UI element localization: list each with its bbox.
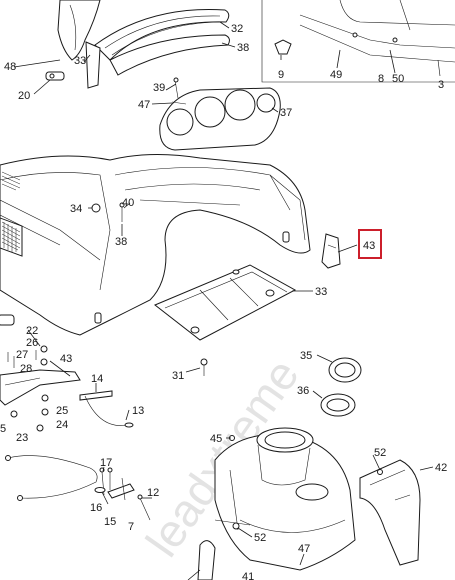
callout-15: 15 bbox=[104, 516, 116, 528]
callout-40: 40 bbox=[122, 197, 134, 209]
leader-lines bbox=[13, 21, 434, 580]
cable-14 bbox=[79, 390, 134, 428]
clip-43 bbox=[321, 233, 341, 269]
callout-26: 26 bbox=[26, 337, 38, 349]
callout-24: 24 bbox=[56, 419, 68, 431]
callout-14: 14 bbox=[91, 373, 103, 385]
lower-bracket bbox=[197, 540, 216, 580]
callout-3: 3 bbox=[438, 79, 444, 91]
callout-13: 13 bbox=[132, 405, 144, 417]
callout-45: 45 bbox=[210, 433, 222, 445]
callout-47: 47 bbox=[138, 99, 150, 111]
callout-37: 37 bbox=[280, 107, 292, 119]
callout-42: 42 bbox=[435, 462, 447, 474]
inset-frame bbox=[261, 0, 455, 83]
fastener-20 bbox=[45, 71, 65, 81]
screw-31 bbox=[200, 358, 208, 376]
ring-36 bbox=[320, 393, 356, 417]
callout-9: 9 bbox=[278, 69, 284, 81]
callout-28: 28 bbox=[20, 363, 32, 375]
highlight-box-43 bbox=[358, 229, 382, 259]
callout-5: 5 bbox=[0, 423, 6, 435]
callout-8: 8 bbox=[378, 73, 384, 85]
mount-bracket bbox=[0, 314, 81, 432]
fastener-52a bbox=[232, 522, 240, 530]
vent-grille bbox=[1, 171, 21, 252]
callout-31: 31 bbox=[172, 370, 184, 382]
callout-41: 41 bbox=[242, 571, 254, 580]
callout-34: 34 bbox=[70, 203, 82, 215]
callout-12: 12 bbox=[147, 487, 159, 499]
callout-35: 35 bbox=[300, 350, 312, 362]
callout-7: 7 bbox=[128, 521, 134, 533]
callout-50: 50 bbox=[392, 73, 404, 85]
gauge-cluster bbox=[159, 87, 281, 151]
front-cowl bbox=[0, 153, 311, 336]
callout-33b: 33 bbox=[315, 286, 327, 298]
callout-43b: 43 bbox=[60, 353, 72, 365]
callout-32: 32 bbox=[231, 23, 243, 35]
callout-39: 39 bbox=[153, 82, 165, 94]
callout-38b: 38 bbox=[115, 236, 127, 248]
leader-extra bbox=[299, 553, 305, 566]
callout-20: 20 bbox=[18, 90, 30, 102]
visor-base bbox=[109, 34, 230, 76]
ring-35 bbox=[328, 357, 362, 383]
bottom-tray bbox=[154, 264, 297, 341]
callout-labels: 48 33 32 38 20 39 47 37 9 49 50 3 8 34 4… bbox=[4, 23, 447, 580]
callout-33: 33 bbox=[74, 55, 86, 67]
callout-38: 38 bbox=[237, 42, 249, 54]
callout-48: 48 bbox=[4, 61, 16, 73]
side-panel-42 bbox=[359, 459, 421, 566]
cable-7 bbox=[5, 455, 98, 501]
side-bracket bbox=[85, 41, 101, 89]
callout-49: 49 bbox=[330, 69, 342, 81]
callout-36: 36 bbox=[297, 385, 309, 397]
callout-27: 27 bbox=[16, 349, 28, 361]
callout-17: 17 bbox=[100, 457, 112, 469]
callout-22: 22 bbox=[26, 325, 38, 337]
windshield-trim bbox=[94, 8, 230, 61]
callout-16: 16 bbox=[90, 502, 102, 514]
callout-23: 23 bbox=[16, 432, 28, 444]
callout-47b: 47 bbox=[298, 543, 310, 555]
fastener-34 bbox=[91, 203, 101, 213]
callout-25: 25 bbox=[56, 405, 68, 417]
callout-52: 52 bbox=[374, 447, 386, 459]
hood-panel bbox=[57, 0, 101, 61]
fastener-40 bbox=[119, 202, 125, 222]
callout-43: 43 bbox=[363, 240, 375, 252]
callout-52b: 52 bbox=[254, 532, 266, 544]
intake-silencer bbox=[214, 427, 356, 571]
cable-hardware bbox=[94, 467, 151, 521]
